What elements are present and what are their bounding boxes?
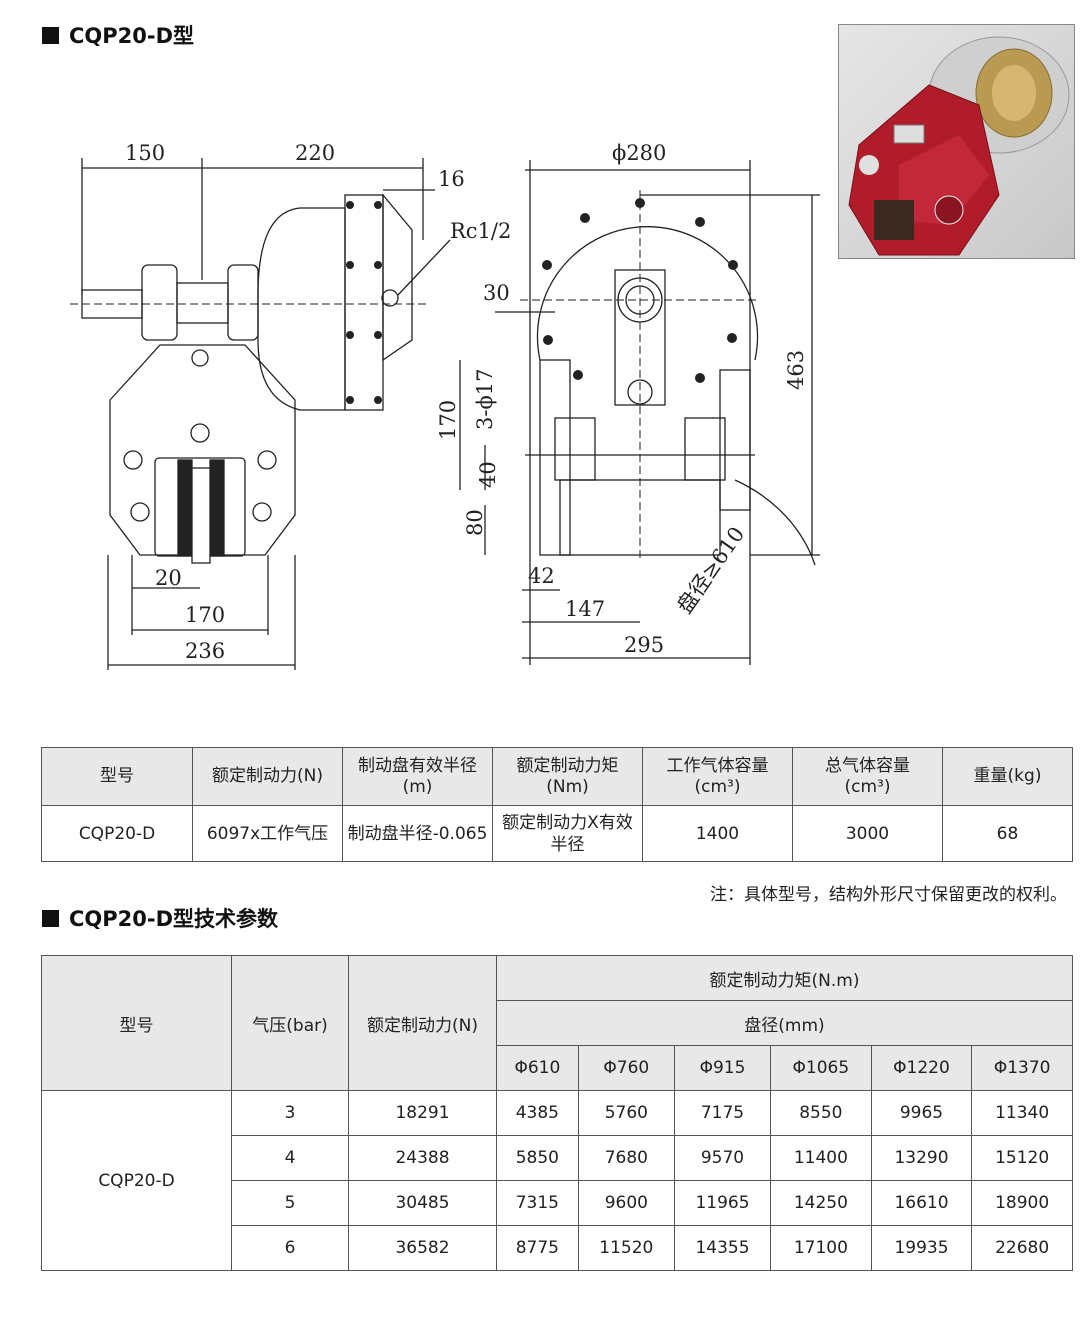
param-header-disc: 盘径(mm)	[496, 1000, 1073, 1046]
dim-170-vertical: 170	[436, 400, 460, 440]
disc-size: Φ1370	[971, 1045, 1073, 1091]
spec-cell: 额定制动力X有效半径	[492, 805, 643, 862]
dim-147: 147	[565, 597, 605, 621]
pressure-cell: 3	[231, 1090, 349, 1136]
torque-cell: 8775	[496, 1225, 579, 1271]
title-text: CQP20-D型	[69, 24, 195, 48]
spec-header-work-volume: 工作气体容量(cm³)	[642, 747, 793, 806]
pressure-cell: 6	[231, 1225, 349, 1271]
dim-150: 150	[125, 141, 165, 165]
page-title: CQP20-D型	[42, 20, 194, 50]
technical-drawing: 150 220 16 Rc1/2 20 170 236 ϕ280 30 42 1…	[70, 141, 820, 670]
torque-cell: 9600	[577, 1180, 675, 1226]
param-model: CQP20-D	[41, 1090, 232, 1271]
spec-cell: 68	[942, 805, 1073, 862]
spec-header-radius: 制动盘有效半径(m)	[342, 747, 493, 806]
table-row: 4 24388 5850 7680 9570 11400 13290 15120	[42, 1135, 1073, 1181]
torque-cell: 11965	[673, 1180, 772, 1226]
spec-header-weight: 重量(kg)	[942, 747, 1073, 806]
param-table: 型号 气压(bar) 额定制动力(N) 额定制动力矩(N.m) 盘径(mm) Φ…	[41, 955, 1073, 1271]
torque-cell: 5850	[496, 1135, 579, 1181]
torque-cell: 11520	[577, 1225, 675, 1271]
torque-cell: 7175	[673, 1090, 772, 1136]
dim-30: 30	[483, 281, 510, 305]
torque-cell: 15120	[971, 1135, 1073, 1181]
pressure-cell: 5	[231, 1180, 349, 1226]
dim-236: 236	[185, 639, 225, 663]
spec-header-total-volume: 总气体容量(cm³)	[792, 747, 943, 806]
torque-cell: 19935	[870, 1225, 973, 1271]
torque-cell: 17100	[770, 1225, 872, 1271]
torque-cell: 16610	[870, 1180, 973, 1226]
section-title: CQP20-D型技术参数	[42, 903, 278, 933]
disc-size: Φ760	[577, 1045, 675, 1091]
force-cell: 24388	[348, 1135, 497, 1181]
spec-cell: 3000	[792, 805, 943, 862]
pressure-cell: 4	[231, 1135, 349, 1181]
param-header-force: 额定制动力(N)	[348, 955, 497, 1091]
torque-cell: 4385	[496, 1090, 579, 1136]
param-header-torque: 额定制动力矩(N.m)	[496, 955, 1073, 1001]
square-bullet-icon	[42, 26, 59, 44]
torque-cell: 11400	[770, 1135, 872, 1181]
table-row: 6 36582 8775 11520 14355 17100 19935 226…	[42, 1225, 1073, 1271]
torque-cell: 7680	[577, 1135, 675, 1181]
torque-cell: 9965	[870, 1090, 973, 1136]
spec-cell: 6097x工作气压	[192, 805, 343, 862]
disc-size: Φ610	[496, 1045, 579, 1091]
spec-table: 型号 额定制动力(N) 制动盘有效半径(m) 额定制动力矩(Nm) 工作气体容量…	[41, 747, 1073, 862]
square-bullet-icon	[42, 909, 59, 927]
dim-rc: Rc1/2	[450, 219, 511, 243]
product-photo	[838, 24, 1075, 259]
dim-3phi17: 3-ϕ17	[473, 369, 497, 431]
disc-size: Φ1065	[770, 1045, 872, 1091]
torque-cell: 9570	[673, 1135, 772, 1181]
spec-cell: CQP20-D	[41, 805, 193, 862]
dim-42: 42	[528, 564, 555, 588]
torque-cell: 14250	[770, 1180, 872, 1226]
param-header-model: 型号	[41, 955, 232, 1091]
spec-cell: 1400	[642, 805, 793, 862]
torque-cell: 22680	[971, 1225, 1073, 1271]
param-header-pressure: 气压(bar)	[231, 955, 349, 1091]
torque-cell: 8550	[770, 1090, 872, 1136]
torque-cell: 13290	[870, 1135, 973, 1181]
dim-20: 20	[155, 566, 182, 590]
torque-cell: 14355	[673, 1225, 772, 1271]
dim-40: 40	[476, 461, 500, 488]
dim-295: 295	[624, 633, 664, 657]
torque-cell: 5760	[577, 1090, 675, 1136]
torque-cell: 11340	[971, 1090, 1073, 1136]
torque-cell: 18900	[971, 1180, 1073, 1226]
torque-cell: 7315	[496, 1180, 579, 1226]
force-cell: 36582	[348, 1225, 497, 1271]
dim-170: 170	[185, 603, 225, 627]
dim-463: 463	[784, 350, 808, 390]
disc-size: Φ915	[673, 1045, 772, 1091]
dim-phi280: ϕ280	[612, 141, 666, 165]
table-row: CQP20-D 6097x工作气压 制动盘半径-0.065 额定制动力X有效半径…	[41, 805, 1073, 862]
dim-16: 16	[438, 167, 465, 191]
dim-disc: 盘径≥610	[672, 522, 749, 617]
disc-size: Φ1220	[870, 1045, 973, 1091]
spec-cell: 制动盘半径-0.065	[342, 805, 493, 862]
note-text: 注：具体型号，结构外形尺寸保留更改的权利。	[710, 885, 1067, 905]
spec-header-force: 额定制动力(N)	[192, 747, 343, 806]
spec-header-torque: 额定制动力矩(Nm)	[492, 747, 643, 806]
force-cell: 30485	[348, 1180, 497, 1226]
section-title-text: CQP20-D型技术参数	[69, 907, 279, 931]
dim-220: 220	[295, 141, 335, 165]
force-cell: 18291	[348, 1090, 497, 1136]
dim-80: 80	[463, 509, 487, 536]
spec-header-model: 型号	[41, 747, 193, 806]
table-row: CQP20-D 3 18291 4385 5760 7175 8550 9965…	[41, 1090, 1073, 1271]
